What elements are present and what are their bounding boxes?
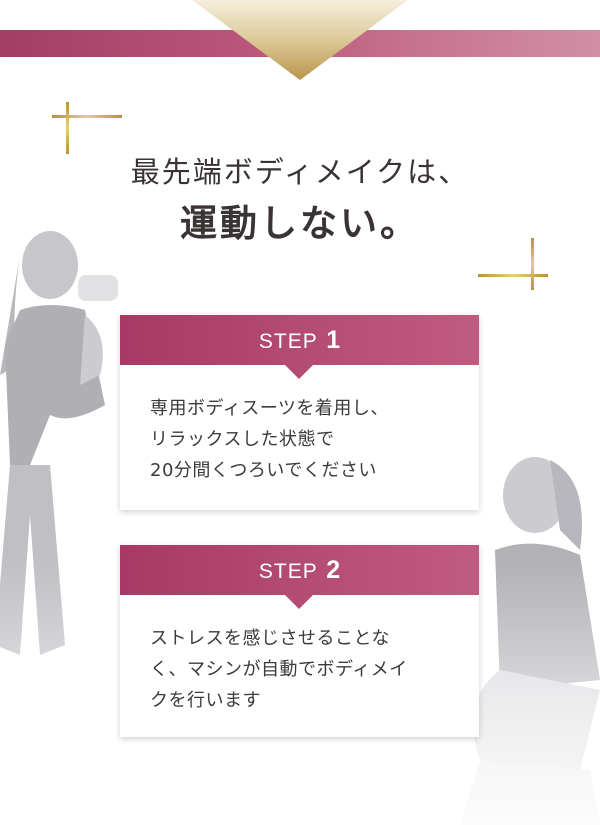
gold-corner-ornament [52, 102, 122, 154]
step-header-1: STEP 1 [120, 315, 479, 379]
headline-line-1: 最先端ボディメイクは、 [130, 155, 470, 189]
step-description-2: ストレスを感じさせることな く、マシンが自動でボディメイ クを行います [120, 595, 479, 716]
headline-line-2: 運動しない。 [180, 201, 420, 245]
step-description-1: 専用ボディスーツを着用し、 リラックスした状態で 20分間くつろいでください [120, 365, 479, 486]
gold-corner-ornament [478, 238, 548, 290]
step-number: 1 [326, 326, 341, 354]
step-label: STEP [258, 560, 318, 583]
step-text-line: ストレスを感じさせることな [150, 628, 390, 649]
step-text-line: クを行います [150, 690, 261, 711]
step-number: 2 [326, 556, 341, 584]
down-triangle-icon [192, 0, 408, 80]
step-header-2: STEP 2 [120, 545, 479, 609]
step-card-2: STEP 2 ストレスを感じさせることな く、マシンが自動でボディメイ クを行い… [120, 545, 479, 737]
step-notch [285, 595, 313, 609]
step-text-line: 20分間くつろいでください [150, 460, 377, 481]
step-text-line: く、マシンが自動でボディメイ [150, 659, 408, 680]
step-card-1: STEP 1 専用ボディスーツを着用し、 リラックスした状態で 20分間くつろい… [120, 315, 479, 510]
step-notch [285, 365, 313, 379]
step-label: STEP [258, 330, 318, 353]
step-text-line: 専用ボディスーツを着用し、 [150, 398, 389, 419]
step-text-line: リラックスした状態で [150, 429, 335, 450]
headline: 最先端ボディメイクは、 運動しない。 [0, 150, 600, 252]
